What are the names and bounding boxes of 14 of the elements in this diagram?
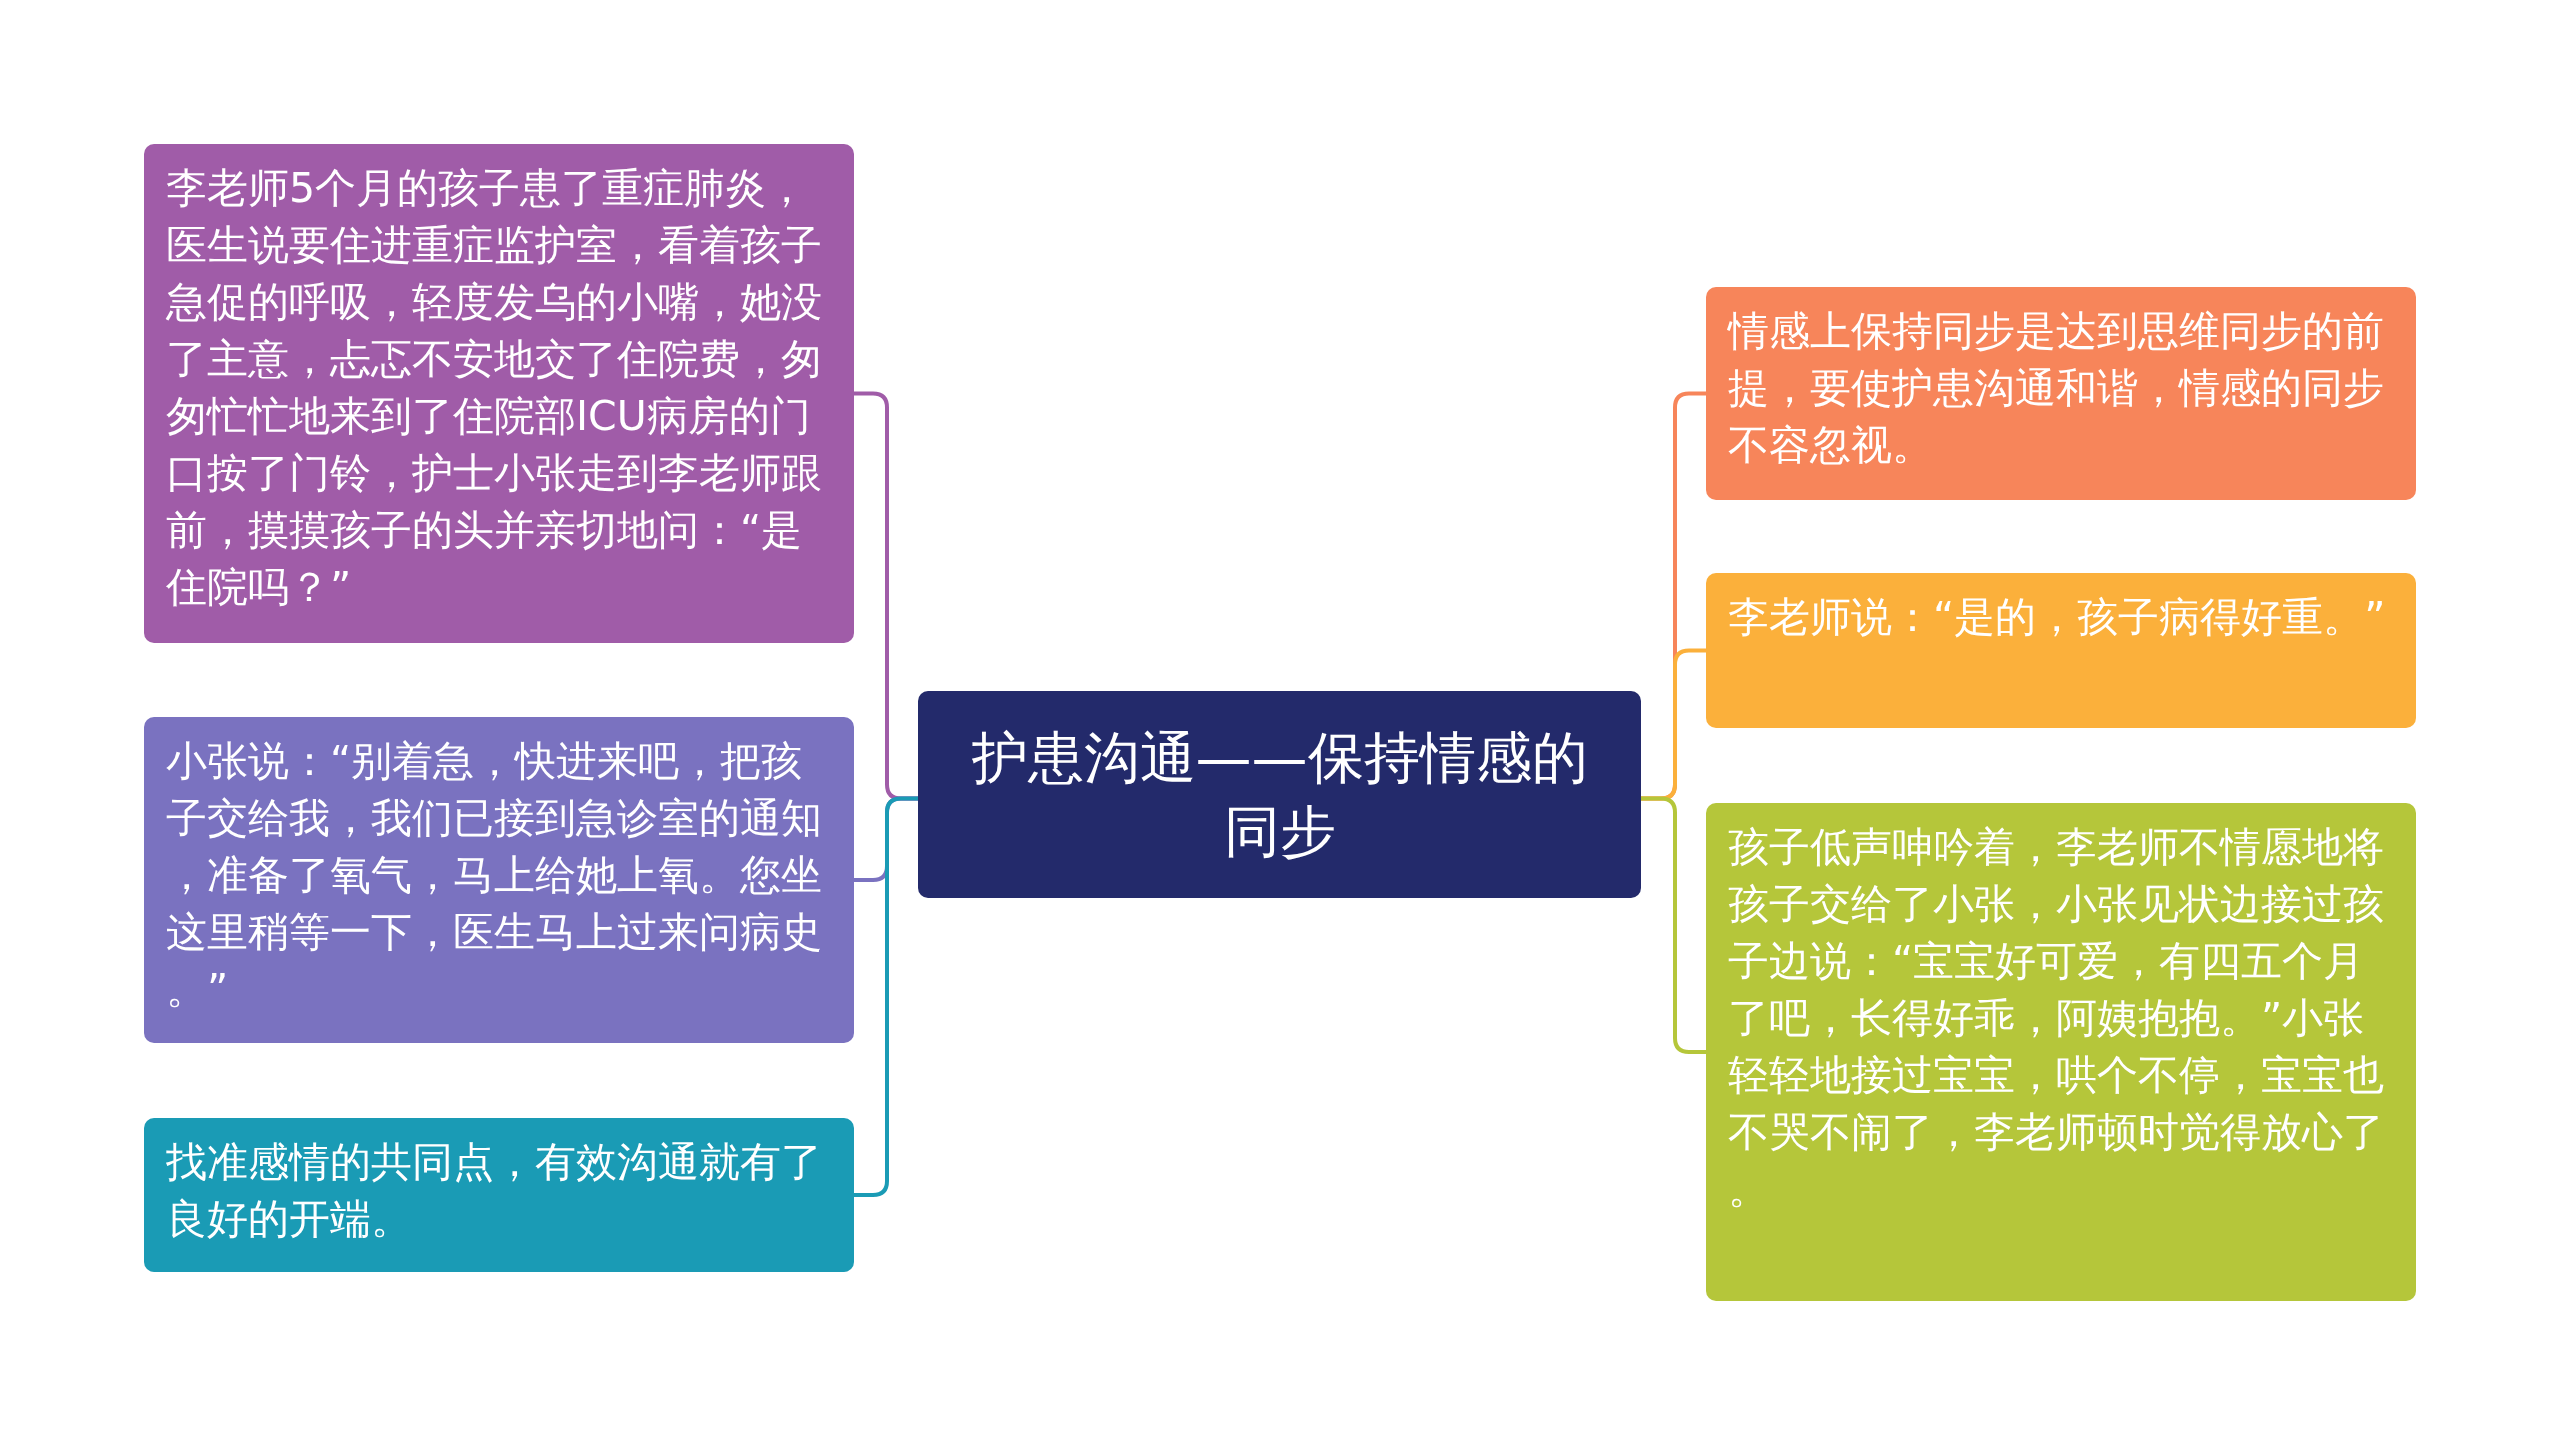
central-topic-box — [918, 691, 1641, 898]
topic-text: 小张说：“别着急，快进来吧，把孩子交给我，我们已接到急诊室的通知，准备了氧气，马上给她上氧。您坐这里稍等一下，医生马上过来问病史。” — [166, 736, 823, 1015]
topic-text: 李老师说：“是的，孩子病得好重。” — [1728, 592, 2387, 643]
topic-box — [144, 1118, 854, 1272]
topic-text: 李老师5个月的孩子患了重症肺炎，医生说要住进重症监护室，看着孩子急促的呼吸，轻度发乌的小嘴，她没了主意，忐忑不安地交了住院费，匆匆忙忙地来到了住院部ICU病房的门口按了门铃，护士小张走到李老师跟前，摸摸孩子的头并亲切地问：“是住院吗？” — [166, 163, 823, 613]
topic-box — [144, 144, 854, 643]
topic-text: 情感上保持同步是达到思维同步的前提，要使护患沟通和谐，情感的同步不容忽视。 — [1728, 306, 2385, 471]
topic-text: 孩子低声呻吟着，李老师不情愿地将孩子交给了小张，小张见状边接过孩子边说：“宝宝好可爱，有四五个月了吧，长得好乖，阿姨抱抱。”小张轻轻地接过宝宝，哄个不停，宝宝也不哭不闹了，李老师顿时觉得放心了。 — [1728, 822, 2385, 1215]
topic-box — [1706, 803, 2416, 1301]
topic-box — [1706, 287, 2416, 500]
topic-text: 护患沟通——保持情感的同步 — [970, 723, 1589, 866]
topic-text: 找准感情的共同点，有效沟通就有了良好的开端。 — [166, 1137, 823, 1245]
topic-box — [1706, 573, 2416, 728]
topic-box — [144, 717, 854, 1043]
